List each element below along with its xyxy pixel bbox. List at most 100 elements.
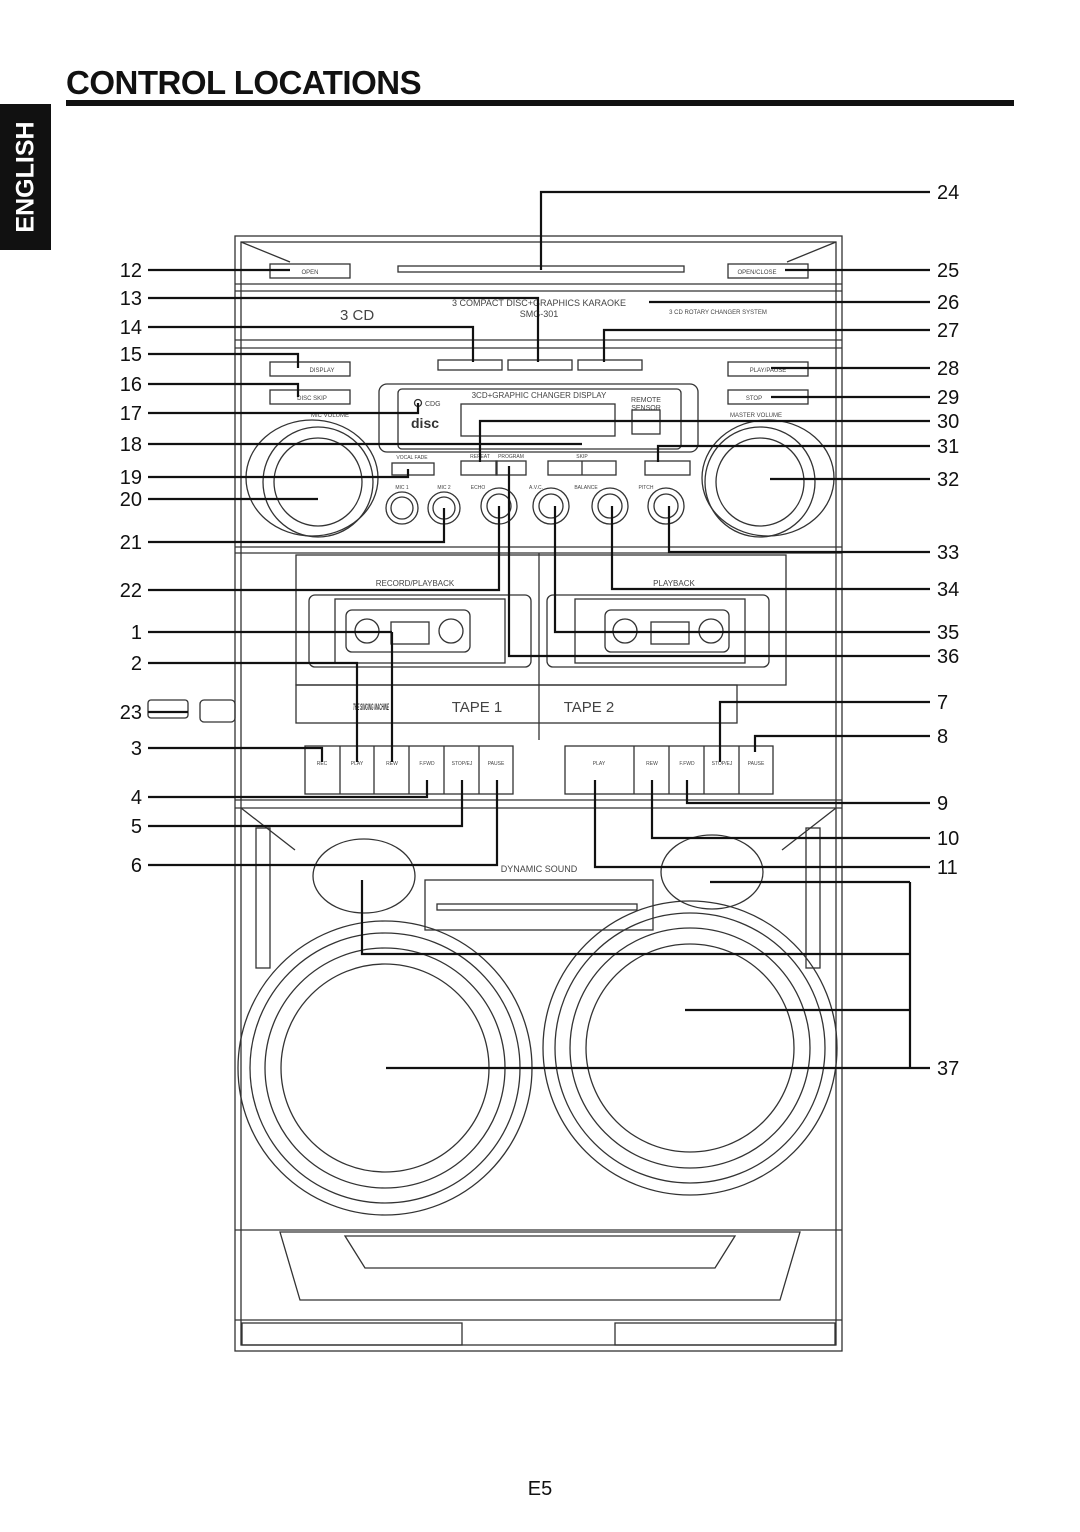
callout-11: 11 [937, 857, 958, 879]
callout-7: 7 [937, 692, 948, 714]
callout-27: 27 [937, 320, 959, 342]
callout-23: 23 [120, 702, 142, 724]
cdg-label: CDG [425, 401, 441, 408]
callout-21: 21 [120, 532, 142, 554]
callout-18: 18 [120, 434, 142, 456]
callout-28: 28 [937, 358, 959, 380]
program-label: PROGRAM [498, 454, 524, 460]
callout-6: 6 [131, 855, 142, 877]
callout-25: 25 [937, 260, 959, 282]
callout-22: 22 [120, 580, 142, 602]
dynamic-sound-label: DYNAMIC SOUND [501, 864, 578, 874]
open-close-right-label: OPEN/CLOSE [737, 270, 776, 276]
edit-button[interactable] [644, 460, 691, 476]
page-number: E5 [527, 1478, 553, 1500]
mic1-label: MIC 1 [395, 485, 409, 491]
callout-14: 14 [120, 317, 142, 339]
display-title: 3CD+GRAPHIC CHANGER DISPLAY [472, 391, 607, 400]
deck1-stop-label: STOP/EJ [452, 761, 473, 767]
program-button[interactable] [495, 460, 527, 476]
tweeter-left [312, 838, 416, 914]
deck1-rec-label: REC [317, 761, 328, 767]
singing-machine-logo: THE SINGING MACHINE [353, 702, 389, 712]
pitch-knob[interactable] [647, 487, 685, 525]
callout-30: 30 [937, 411, 959, 433]
language-tab: ENGLISH [0, 104, 51, 250]
deck1-ffwd-label: F.FWD [419, 761, 435, 767]
callout-3: 3 [131, 738, 142, 760]
cabinet-outline [234, 235, 843, 1352]
callout-4: 4 [131, 787, 142, 809]
deck1-pause-label: PAUSE [488, 761, 505, 767]
deck2-ffwd-label: F.FWD [679, 761, 695, 767]
callout-9: 9 [937, 793, 948, 815]
changer-text: 3 CD ROTARY CHANGER SYSTEM [669, 310, 767, 316]
callout-10: 10 [937, 828, 959, 850]
open-close-left-label: OPEN [301, 270, 318, 276]
callout-32: 32 [937, 469, 959, 491]
balance-label: BALANCE [574, 485, 598, 491]
mic-volume-knob[interactable] [273, 437, 363, 527]
tape2-label: TAPE 2 [564, 699, 615, 716]
callout-29: 29 [937, 387, 959, 409]
callout-35: 35 [937, 622, 959, 644]
title-rule [66, 100, 1014, 106]
callout-34: 34 [937, 579, 959, 601]
callout-33: 33 [937, 542, 959, 564]
callout-26: 26 [937, 292, 959, 314]
vocal-fade-button[interactable] [391, 462, 435, 476]
callout-20: 20 [120, 489, 142, 511]
mic1-jack[interactable] [385, 491, 419, 525]
callout-16: 16 [120, 374, 142, 396]
mic2-label: MIC 2 [437, 485, 451, 491]
callout-8: 8 [937, 726, 948, 748]
deck2-stop-label: STOP/EJ [712, 761, 733, 767]
pitch-label: PITCH [639, 485, 654, 491]
disc-skip-label: DISC SKIP [297, 396, 327, 402]
echo-label: ECHO [471, 485, 486, 491]
disc3-button[interactable] [577, 359, 643, 371]
deck2-rew-label: REW [646, 761, 658, 767]
stop-label: STOP [746, 396, 762, 402]
disc1-button[interactable] [437, 359, 503, 371]
master-volume-knob[interactable] [715, 437, 805, 527]
deck1-play-label: PLAY [351, 761, 364, 767]
leader-lines [148, 190, 930, 1070]
callout-12: 12 [120, 260, 142, 282]
callout-36: 36 [937, 646, 959, 668]
callout-24: 24 [937, 182, 959, 204]
deck2-pause-label: PAUSE [748, 761, 765, 767]
master-volume-label: MASTER VOLUME [730, 413, 782, 419]
playback-label: PLAYBACK [653, 579, 695, 588]
vocal-fade-label: VOCAL FADE [396, 455, 428, 461]
tweeter-right [660, 834, 764, 910]
skip-label: SKIP [576, 454, 588, 460]
play-pause-label: PLAY/PAUSE [750, 368, 786, 374]
disc2-button[interactable] [507, 359, 573, 371]
callout-37: 37 [937, 1058, 959, 1080]
avc-label: A.V.C. [529, 485, 543, 491]
callout-13: 13 [120, 288, 142, 310]
display-button[interactable] [269, 361, 351, 377]
tape1-label: TAPE 1 [452, 699, 503, 716]
record-playback-label: RECORD/PLAYBACK [376, 579, 455, 588]
brand-badge: 3 CD [340, 307, 374, 324]
microphone-holder [147, 699, 189, 719]
balance-knob[interactable] [591, 487, 629, 525]
deck2-play-label: PLAY [593, 761, 606, 767]
repeat-button[interactable] [460, 460, 498, 476]
deck1-rew-label: REW [386, 761, 398, 767]
disc-skip-button[interactable] [269, 389, 351, 405]
callout-17: 17 [120, 403, 142, 425]
avc-knob[interactable] [532, 487, 570, 525]
callout-5: 5 [131, 816, 142, 838]
page-title: CONTROL LOCATIONS [66, 64, 422, 101]
remote-label-2: SENSOR [631, 405, 661, 412]
display-button-label: DISPLAY [310, 368, 335, 374]
callout-15: 15 [120, 344, 142, 366]
compact-disc-logo: disc [411, 415, 439, 431]
mic-volume-label: MIC VOLUME [311, 413, 349, 419]
callout-31: 31 [937, 436, 959, 458]
remote-label-1: REMOTE [631, 397, 661, 404]
